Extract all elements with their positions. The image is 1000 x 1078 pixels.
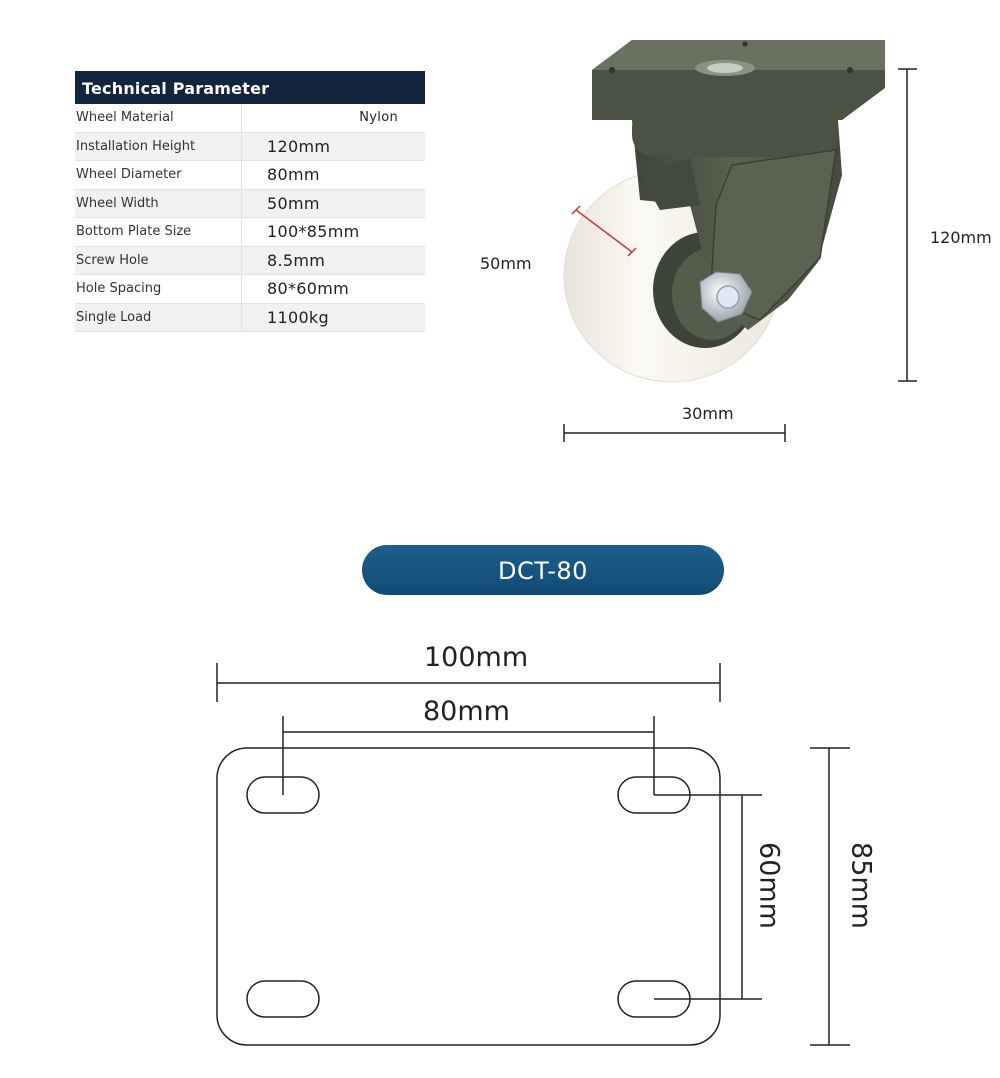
spec-row-hole-spacing: Hole Spacing 80*60mm bbox=[75, 275, 425, 304]
spec-label: Wheel Width bbox=[75, 189, 242, 217]
spec-value: 100*85mm bbox=[267, 222, 360, 241]
axle-bolt-icon bbox=[699, 271, 753, 323]
spec-table-header: Technical Parameter bbox=[75, 71, 425, 104]
slot-bottom-left bbox=[246, 980, 320, 1018]
offset-dimension-line bbox=[563, 424, 786, 442]
spec-label: Bottom Plate Size bbox=[75, 218, 242, 246]
caster-illustration bbox=[563, 40, 917, 442]
plate-outline bbox=[216, 747, 721, 1046]
offset-label: 30mm bbox=[682, 404, 734, 423]
spec-label: Screw Hole bbox=[75, 246, 242, 274]
width-label: 85mm bbox=[845, 842, 877, 929]
spec-label: Installation Height bbox=[75, 132, 242, 160]
spec-value: 80mm bbox=[267, 165, 320, 184]
spec-row-single-load: Single Load 1100kg bbox=[75, 303, 425, 332]
spec-row-bottom-plate-size: Bottom Plate Size 100*85mm bbox=[75, 218, 425, 247]
spec-value: 1100kg bbox=[267, 307, 329, 327]
hole-spacing-x-label: 80mm bbox=[423, 696, 510, 727]
spec-row-wheel-diameter: Wheel Diameter 80mm bbox=[75, 161, 425, 190]
length-label: 100mm bbox=[424, 642, 529, 673]
width-dimension-line bbox=[810, 747, 850, 1046]
spec-row-screw-hole: Screw Hole 8.5mm bbox=[75, 246, 425, 275]
top-plate bbox=[592, 40, 885, 120]
spec-table-body: Wheel Material Nylon Installation Height… bbox=[75, 104, 425, 332]
spec-table: Technical Parameter Wheel Material Nylon… bbox=[75, 71, 425, 332]
wheel-width-label: 50mm bbox=[480, 254, 532, 273]
spec-row-wheel-material: Wheel Material Nylon bbox=[75, 104, 425, 133]
model-badge: DCT-80 bbox=[362, 545, 724, 595]
spec-row-wheel-width: Wheel Width 50mm bbox=[75, 189, 425, 218]
spec-value: 80*60mm bbox=[267, 279, 349, 298]
spec-label: Wheel Diameter bbox=[75, 161, 242, 189]
spec-value: 120mm bbox=[267, 136, 331, 156]
hole-spacing-x-dimension-line bbox=[282, 716, 655, 795]
spec-value: 50mm bbox=[267, 193, 320, 213]
wheel-width-marker bbox=[571, 205, 637, 257]
height-dimension-line bbox=[898, 68, 917, 382]
spec-row-installation-height: Installation Height 120mm bbox=[75, 132, 425, 161]
spec-label: Wheel Material bbox=[75, 104, 242, 132]
length-dimension-line bbox=[216, 663, 721, 702]
spec-value: 8.5mm bbox=[267, 250, 326, 270]
spec-label: Hole Spacing bbox=[75, 275, 242, 303]
hole-spacing-y-label: 60mm bbox=[753, 842, 785, 929]
spec-label: Single Load bbox=[75, 303, 242, 331]
plate-diagram bbox=[216, 663, 850, 1046]
height-label: 120mm bbox=[930, 228, 992, 247]
hole-spacing-y-dimension-line bbox=[654, 794, 762, 1000]
spec-value: Nylon bbox=[359, 110, 398, 125]
